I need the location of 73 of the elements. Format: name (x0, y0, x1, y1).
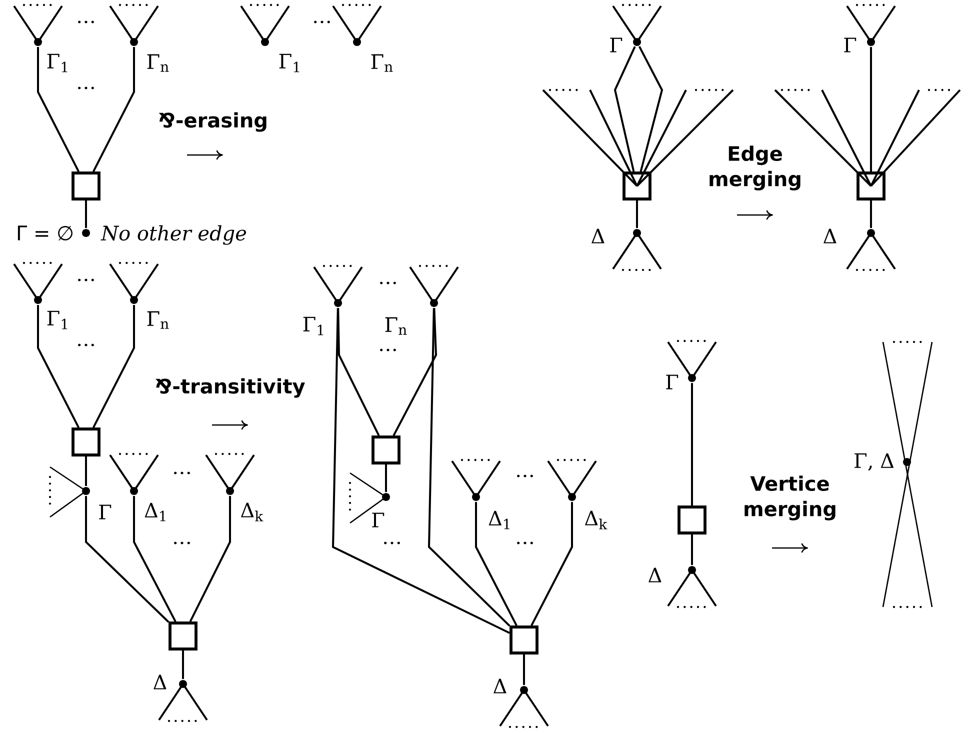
edge-line (428, 308, 510, 627)
vertex-label: Δ$_{1}$ (488, 510, 510, 530)
ellipsis: … (78, 20, 94, 24)
vertex-label: Γ$_{1}$ (279, 54, 300, 72)
rule-name: Vertice merging (744, 476, 836, 520)
ellipsis: … (78, 278, 94, 282)
edge-line (133, 496, 176, 622)
vertex-label: Γ (610, 38, 622, 52)
square-node (678, 506, 706, 534)
edge-line (92, 47, 135, 172)
edge-line (523, 654, 525, 685)
square-node (622, 172, 652, 200)
vertex-label: Δ$_{k}$ (584, 510, 608, 530)
rule-name: ⅋-transitivity (156, 378, 305, 398)
edge-line (614, 46, 636, 172)
edge-line (475, 502, 518, 626)
vertex-label: Δ$_{k}$ (240, 502, 264, 522)
edge-line (37, 47, 80, 172)
ellipsis: … (174, 472, 190, 474)
edge-line (392, 308, 438, 436)
edge-line (85, 200, 87, 228)
ellipsis: … (517, 542, 533, 544)
ellipsis: … (380, 348, 396, 352)
edge-line (37, 305, 80, 428)
vertex-label: Γ (666, 374, 678, 390)
vertex-label: Γ$_{n}$ (147, 311, 169, 329)
vertex-label: Γ$_{n}$ (147, 54, 169, 72)
edge-line (182, 650, 184, 679)
edge-line (638, 46, 664, 172)
vertex-label: Γ$_{n}$ (371, 54, 393, 72)
square-node (372, 436, 400, 464)
vertex-label: Δ (494, 678, 506, 694)
edge-line (189, 496, 231, 622)
square-node (856, 172, 886, 200)
vertex-label: Γ (844, 38, 856, 52)
edge-line (85, 456, 87, 486)
edge-line (870, 200, 872, 228)
vertex-label: Δ$_{1}$ (144, 502, 166, 522)
vertex-label: Γ$_{n}$ (385, 317, 407, 335)
vertex-label: Γ (99, 504, 112, 520)
vertex-label: Γ$_{1}$ (303, 316, 324, 336)
vertex-label: Γ, Δ (854, 453, 894, 471)
edge-line (636, 200, 638, 228)
vertex-label: Γ$_{1}$ (47, 54, 68, 72)
ellipsis: … (384, 542, 400, 544)
note-text: No other edge (100, 225, 246, 245)
ellipsis: … (78, 344, 94, 346)
rule-name: ⅋-erasing (158, 112, 266, 132)
square-node (510, 626, 538, 654)
ellipsis: … (517, 474, 533, 478)
edge-line (92, 305, 135, 428)
vertex-label: Γ = ∅ (18, 226, 72, 240)
ellipsis: … (314, 20, 330, 24)
vertex-label: Δ (824, 228, 836, 244)
rule-name: Edge merging (710, 146, 800, 190)
vertex-label: Δ (154, 674, 166, 690)
edge-line (530, 502, 573, 626)
edge-line (691, 383, 693, 506)
vertex-label: Δ (592, 228, 604, 244)
edge-line (691, 534, 693, 565)
edge-line (85, 496, 170, 623)
ellipsis: … (174, 542, 190, 544)
edge-line (385, 464, 387, 492)
vertex-label: Γ (372, 512, 384, 528)
vertex-label: Γ$_{1}$ (47, 310, 68, 330)
edge-line (332, 308, 510, 634)
ellipsis: … (380, 282, 396, 284)
ellipsis: … (78, 86, 94, 90)
vertex-label: Δ (648, 568, 662, 582)
square-node (72, 428, 100, 456)
square-node (72, 172, 100, 200)
square-node (168, 622, 198, 650)
edge-line (870, 47, 872, 172)
